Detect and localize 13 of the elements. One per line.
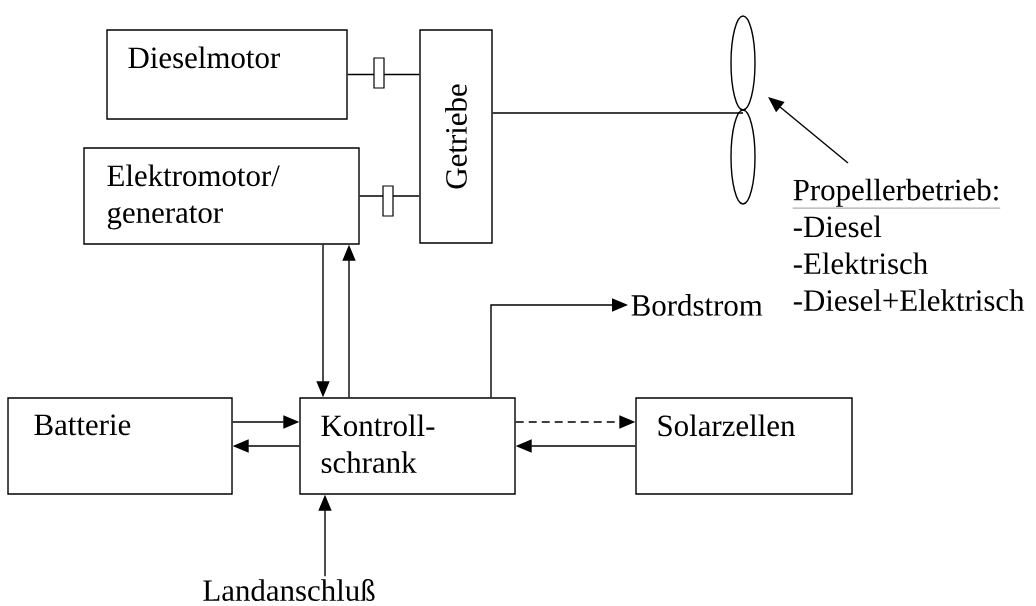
leader-arrow [768,97,849,164]
process-box: Kontroll- schrank [299,397,516,495]
process-box: Getriebe [419,29,493,244]
process-box: Solarzellen [635,397,853,495]
shaft-line [359,195,420,197]
process-box: Dieselmotor [106,29,348,120]
process-box: Batterie [7,397,233,495]
label-text: Landanschluß [203,578,375,601]
label-text: Bordstrom [631,294,763,316]
shaft-line [347,73,420,76]
process-box: Elektromotor/ generator [83,147,360,245]
propeller-drawing [730,15,756,205]
note-text: Propellerbetrieb: -Diesel -Elektrisch -Diesel+Elektrisch [792,178,1025,311]
